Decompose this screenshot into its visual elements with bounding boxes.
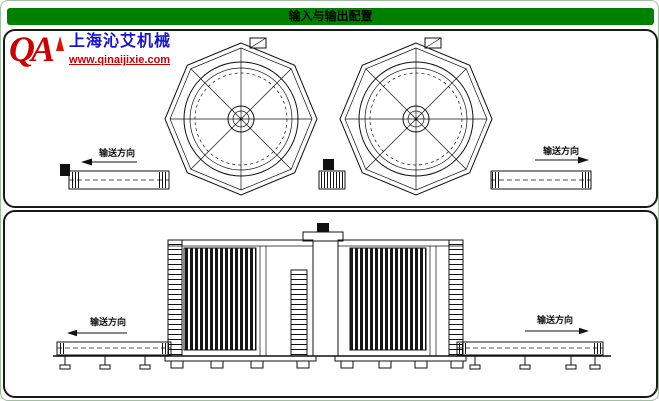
transfer-conveyor-middle	[318, 159, 346, 190]
belt-stack	[183, 247, 257, 351]
logo-company-name: 上海沁艾机械	[69, 33, 172, 50]
spiral-tower-left-side-view	[167, 239, 314, 357]
ladder-frame	[290, 269, 308, 357]
drive-motor-icon	[317, 223, 329, 232]
direction-label-text: 输送方向	[543, 145, 579, 156]
direction-label-text: 输送方向	[537, 314, 573, 325]
logo-initials: QA	[9, 29, 55, 69]
infeed-port-left	[249, 37, 267, 49]
spiral-tower-left-top-view	[164, 37, 318, 196]
outfeed-conveyor-bottom-left	[56, 341, 172, 370]
side-view-drawing: 输送方向 输送方向	[53, 223, 611, 370]
direction-label-text: 输送方向	[90, 316, 126, 327]
top-view-drawing: 输送方向 输送方向	[60, 37, 592, 196]
drive-motor-icon	[60, 164, 70, 176]
infeed-port-right	[424, 37, 442, 49]
direction-label-top-left: 输送方向	[81, 147, 137, 166]
spiral-tower-right-top-view	[339, 37, 493, 196]
ladder-frame	[167, 239, 183, 357]
logo-flame-icon	[56, 36, 65, 51]
top-view-panel: 输送方向 输送方向	[3, 29, 658, 208]
spiral-tower-right-side-view	[337, 239, 464, 357]
outfeed-conveyor-top-right	[490, 170, 592, 190]
outfeed-conveyor-bottom-right	[456, 341, 604, 370]
logo-website: www.qinaijixie.com	[69, 54, 171, 66]
direction-arrow-left-icon	[81, 158, 92, 166]
transfer-bridge	[302, 223, 344, 242]
company-logo: QA 上海沁艾机械 www.qinaijixie.com	[9, 29, 172, 69]
direction-label-text: 输送方向	[99, 147, 135, 158]
outfeed-conveyor-top-left	[60, 164, 170, 190]
direction-arrow-right-icon	[578, 156, 589, 164]
belt-stack	[349, 247, 427, 351]
drive-motor-icon	[323, 159, 334, 170]
page-title: 输入与输出配置	[288, 9, 373, 23]
direction-label-top-right: 输送方向	[535, 145, 589, 164]
direction-arrow-right-icon	[579, 327, 589, 335]
ladder-frame	[448, 239, 464, 357]
header-bar: 输入与输出配置	[7, 8, 654, 25]
direction-label-bottom-left: 输送方向	[67, 316, 127, 337]
side-view-panel: 输送方向 输送方向	[3, 210, 658, 398]
direction-arrow-left-icon	[67, 329, 77, 337]
direction-label-bottom-right: 输送方向	[525, 314, 589, 335]
tower-bases	[164, 355, 467, 369]
